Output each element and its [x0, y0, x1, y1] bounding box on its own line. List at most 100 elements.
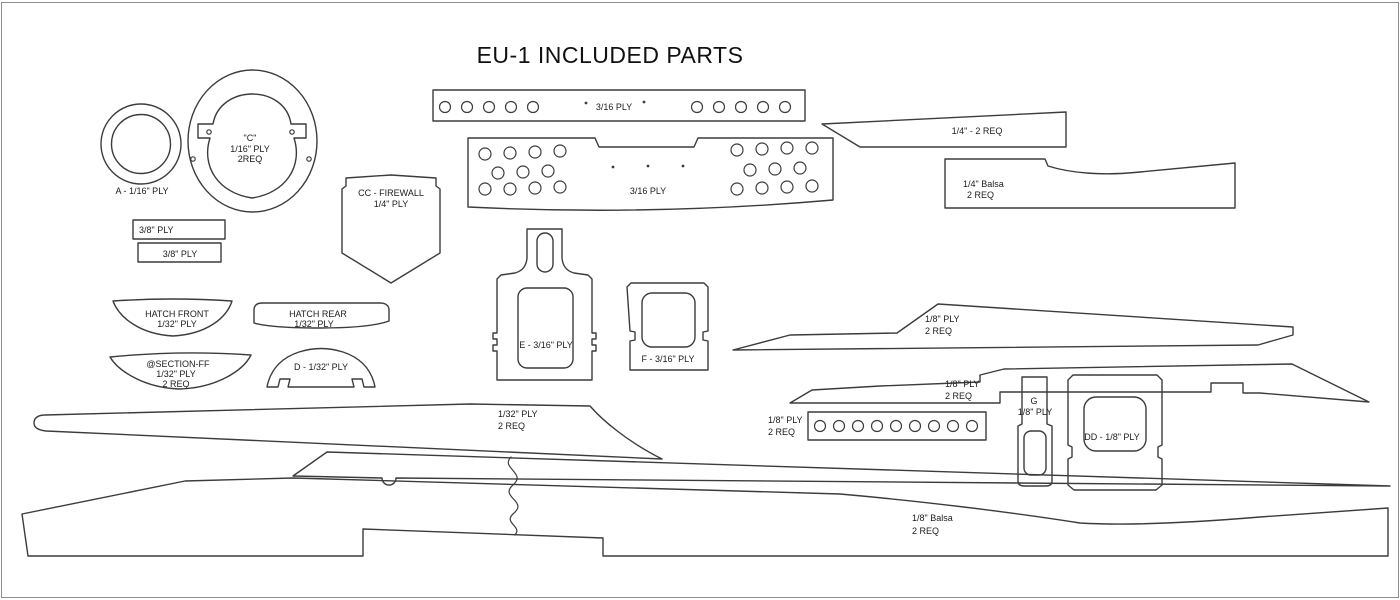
hole	[478, 182, 492, 196]
part-hatch-rear	[253, 302, 390, 329]
part-wedge	[821, 111, 1067, 148]
ply18-strip-outline	[807, 411, 987, 441]
hatch-front-material: 1/32" PLY	[157, 319, 197, 329]
e-outline	[492, 228, 597, 381]
wedge-label: 1/4" - 2 REQ	[952, 126, 1003, 136]
hole	[889, 419, 903, 433]
d-dome-label: D - 1/32" PLY	[294, 362, 348, 372]
ply38-bottom-label: 3/8" PLY	[163, 249, 198, 259]
c-outer-outline	[187, 69, 318, 213]
dd-label: DD - 1/8" PLY	[1084, 432, 1140, 442]
a-outer-ring	[100, 103, 182, 185]
pilot-dot	[642, 100, 646, 104]
pilot-dot	[584, 101, 588, 105]
ply18-lower-material: 1/8" PLY	[945, 379, 980, 389]
fuselage-outline	[21, 477, 1389, 557]
hole	[503, 182, 517, 196]
c-screw-hole	[206, 129, 212, 135]
c-screw-hole	[289, 129, 295, 135]
hole	[730, 182, 744, 196]
part-ply38-bottom	[137, 242, 222, 263]
hole	[755, 142, 769, 156]
part-skin-132	[33, 403, 663, 460]
hole	[780, 180, 794, 194]
ply18-upper-material: 1/8" PLY	[925, 314, 960, 324]
part-c-ring	[187, 69, 318, 213]
part-ply38-top	[132, 219, 226, 240]
part-wing-sliver	[292, 451, 1391, 487]
f-frame-label: F - 3/16" PLY	[641, 354, 694, 364]
hole	[712, 100, 726, 114]
hole	[851, 419, 865, 433]
hole	[778, 100, 792, 114]
strip-material: 3/16 PLY	[596, 102, 632, 112]
hole	[504, 100, 518, 114]
pilot-dot	[646, 164, 650, 168]
pilot-dot	[611, 165, 615, 169]
hole	[438, 100, 452, 114]
hole	[756, 100, 770, 114]
part-f-frame	[626, 282, 709, 371]
skin-132-material: 1/32" PLY	[498, 409, 538, 419]
hatch-rear-name: HATCH REAR	[289, 309, 347, 319]
ply38-top-label: 3/8" PLY	[139, 225, 174, 235]
part-e-frame	[492, 228, 597, 381]
section-ff-material: 1/32" PLY	[156, 369, 196, 379]
part-fuselage-side	[21, 456, 1389, 557]
hole	[516, 165, 530, 179]
hole	[482, 100, 496, 114]
pilot-dot	[681, 164, 685, 168]
hole	[526, 100, 540, 114]
ply18-upper-qty: 2 REQ	[925, 326, 952, 336]
hole	[755, 181, 769, 195]
c-ring-material: 1/16" PLY	[230, 144, 270, 154]
c-screw-hole	[190, 156, 196, 162]
a-disc-label: A - 1/16" PLY	[115, 186, 168, 196]
part-ply18-upper	[732, 303, 1294, 351]
hole	[690, 100, 704, 114]
e-cutout	[517, 287, 574, 369]
c-inner-outline	[197, 93, 307, 199]
g-name: G	[1030, 396, 1037, 406]
part-d-dome	[266, 347, 376, 388]
hole	[743, 163, 757, 177]
hole	[541, 164, 555, 178]
part-section-ff	[109, 352, 252, 390]
hole	[460, 100, 474, 114]
hole	[965, 419, 979, 433]
hole	[832, 419, 846, 433]
section-ff-qty: 2 REQ	[162, 379, 189, 389]
hole	[528, 181, 542, 195]
c-ring-name: "C"	[244, 133, 257, 143]
part-firewall	[341, 174, 441, 284]
balsa-quarter-qty: 2 REQ	[967, 190, 994, 200]
hole	[927, 419, 941, 433]
plate-material: 3/16 PLY	[630, 186, 666, 196]
part-dd	[1067, 374, 1163, 491]
hole	[908, 419, 922, 433]
page-title: EU-1 INCLUDED PARTS	[477, 42, 744, 68]
hole	[946, 419, 960, 433]
hole	[528, 145, 542, 159]
f-cutout	[641, 292, 696, 348]
part-main-plate	[467, 137, 834, 211]
part-hatch-front	[112, 298, 233, 337]
g-cutout	[1023, 430, 1047, 476]
e-slot	[536, 232, 554, 273]
hole	[793, 161, 807, 175]
a-inner-ring	[110, 113, 172, 175]
dd-outline	[1067, 374, 1163, 491]
hole	[734, 100, 748, 114]
hole	[780, 141, 794, 155]
balsa-quarter-material: 1/4" Balsa	[963, 179, 1004, 189]
f-outline	[626, 282, 709, 371]
hole	[730, 143, 744, 157]
skin-132-qty: 2 REQ	[498, 421, 525, 431]
hole	[478, 147, 492, 161]
hole	[805, 179, 819, 193]
ply18-strip-material: 1/8" PLY	[768, 415, 803, 425]
hole	[553, 144, 567, 158]
